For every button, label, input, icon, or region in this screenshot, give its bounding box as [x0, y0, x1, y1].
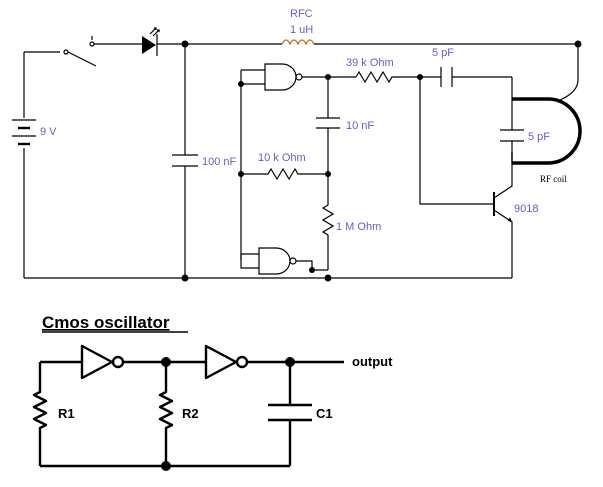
res-10k-label: 10 k Ohm: [258, 152, 306, 164]
transistor-label: 9018: [514, 203, 538, 215]
junction-dot: [161, 461, 171, 471]
cmos-oscillator-circuit: Cmos oscillator output R1 R2 C1: [32, 313, 393, 471]
res-39k-label: 39 k Ohm: [346, 57, 394, 69]
nand-upper-inputs: [241, 69, 265, 85]
rf-transmitter-circuit: RFC 1 uH 9 V 100 nF: [10, 8, 582, 282]
inverter-2: [204, 344, 249, 380]
cap-5pf-coil-label: 5 pF: [528, 131, 550, 143]
capacitor-5pf-top: [440, 67, 453, 87]
nand-gate-upper: [264, 63, 303, 91]
resistor-r1: [32, 362, 48, 466]
led-diode: [142, 27, 160, 56]
rf-coil-label: RF coil: [540, 174, 567, 184]
resistor-39k: [355, 70, 420, 84]
capacitor-5pf-coil: [500, 129, 524, 142]
nand-lower-inputs: [240, 253, 259, 269]
inverter-1: [80, 344, 125, 380]
junction-dot: [309, 267, 315, 273]
cap-5pf-top-label: 5 pF: [432, 47, 454, 59]
capacitor-10nf: [316, 117, 340, 129]
resistor-r2: [158, 362, 174, 466]
nand-lower-out-wire: [296, 260, 328, 271]
r2-label: R2: [182, 406, 199, 421]
cmos-title: Cmos oscillator: [42, 313, 170, 332]
resistor-10k: [241, 167, 328, 181]
cap-100nf-label: 100 nF: [202, 156, 237, 168]
power-switch: [63, 36, 97, 67]
battery-label: 9 V: [40, 126, 57, 138]
rfc-inductor: [281, 39, 315, 46]
r1-label: R1: [58, 406, 75, 421]
battery-9v: [10, 118, 38, 148]
cap-10nf-label: 10 nF: [346, 120, 374, 132]
resistor-1m: [321, 174, 335, 270]
rf-coil: [512, 44, 582, 165]
capacitor-c1: [268, 403, 312, 422]
junction-dot: [324, 274, 332, 282]
rfc-value-label: 1 uH: [290, 24, 313, 36]
res-1m-label: 1 M Ohm: [336, 221, 381, 233]
rfc-label: RFC: [290, 8, 313, 20]
base-wire: [419, 77, 494, 205]
capacitor-100nf: [172, 154, 198, 167]
output-label: output: [352, 354, 393, 369]
c1-label: C1: [316, 406, 333, 421]
nand-gate-lower: [258, 247, 297, 275]
junction-dot: [238, 81, 244, 87]
transistor-9018: [493, 152, 513, 278]
